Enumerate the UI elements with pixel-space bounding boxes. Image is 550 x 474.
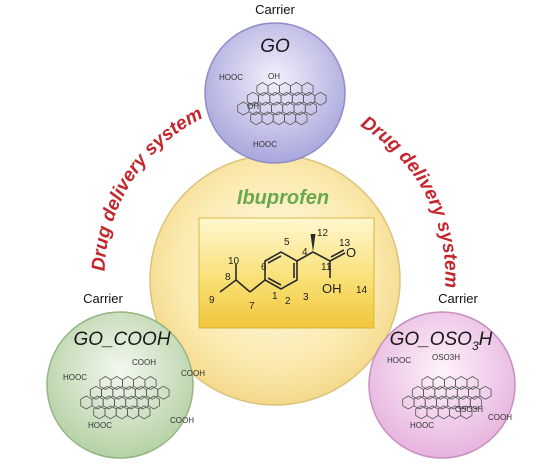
go-oso3h-group-1: HOOC (387, 356, 411, 365)
carrier-circle-go-oso3h (368, 311, 516, 459)
carrier-circle-go-cooh (46, 311, 194, 459)
atom-label-13: 13 (339, 238, 351, 249)
carbonyl-oxygen: O (346, 245, 356, 260)
atom-label-12: 12 (317, 228, 329, 239)
go-cooh-sheet (80, 376, 170, 420)
atom-label-6: 6 (261, 262, 267, 273)
go-sheet (237, 82, 327, 126)
carrier-name-go-oso3h-sub: 3 (472, 339, 479, 353)
wedge-bond (310, 234, 316, 252)
go-oso3h-group-4: OSO3H (455, 405, 483, 414)
go-oso3h-sheet-ring (460, 405, 473, 420)
go-cooh-sheet-ring (144, 376, 157, 390)
go-cooh-sheet-ring (157, 385, 170, 400)
atom-label-4: 4 (302, 247, 308, 258)
go-cooh-sheet-ring (138, 405, 151, 420)
atom-label-8: 8 (225, 272, 231, 283)
atom-label-3: 3 (303, 292, 309, 303)
atom-label-10: 10 (228, 256, 240, 267)
go-oso3h-group-5: COOH (488, 413, 512, 422)
go-cooh-group-3: COOH (181, 369, 205, 378)
go-group-hooc-2: HOOC (253, 140, 277, 149)
go-oso3h-sheet (402, 376, 492, 420)
atom-label-14: 14 (356, 285, 368, 296)
ibuprofen-title: Ibuprofen (237, 187, 329, 209)
go-cooh-group-2: HOOC (63, 373, 87, 382)
go-group-oh-2: OH (247, 102, 259, 111)
atom-label-9: 9 (209, 295, 215, 306)
go-oso3h-group-2: OSO3H (432, 353, 460, 362)
carrier-name-go-oso3h-tail: H (479, 329, 493, 350)
carrier-caption-top: Carrier (255, 2, 295, 17)
go-sheet-ring (314, 91, 327, 106)
go-sheet-ring (295, 111, 308, 126)
atom-label-1: 1 (272, 291, 278, 302)
go-sheet-ring (304, 101, 317, 116)
carrier-name-go-cooh: GO_COOH (73, 329, 170, 350)
atom-label-11: 11 (321, 262, 332, 273)
go-oso3h-sheet-ring (479, 385, 492, 400)
go-oso3h-sheet-ring (466, 376, 479, 390)
carrier-name-go-oso3h: GO_OSO3H (390, 329, 493, 353)
carrier-caption-left: Carrier (83, 291, 123, 306)
go-cooh-group-1: COOH (132, 358, 156, 367)
go-group-hooc-1: HOOC (219, 73, 243, 82)
ibuprofen-structure (219, 249, 346, 293)
go-cooh-group-4: HOOC (88, 421, 112, 430)
atom-label-7: 7 (249, 301, 255, 312)
go-group-oh-1: OH (268, 72, 280, 81)
carrier-caption-right: Carrier (438, 291, 478, 306)
carrier-name-go: GO (260, 36, 290, 57)
go-cooh-sheet-ring (147, 395, 160, 410)
carrier-name-go-oso3h-main: GO_OSO (390, 329, 473, 350)
go-sheet-ring (301, 82, 314, 96)
go-oso3h-sheet-ring (469, 395, 482, 410)
atom-label-5: 5 (284, 237, 290, 248)
go-oso3h-group-3: HOOC (410, 421, 434, 430)
atom-label-2: 2 (285, 296, 291, 307)
hydroxyl-label: OH (322, 281, 342, 296)
structure-box (198, 217, 375, 329)
go-cooh-group-5: COOH (170, 416, 194, 425)
carrier-circle-go (204, 22, 346, 164)
